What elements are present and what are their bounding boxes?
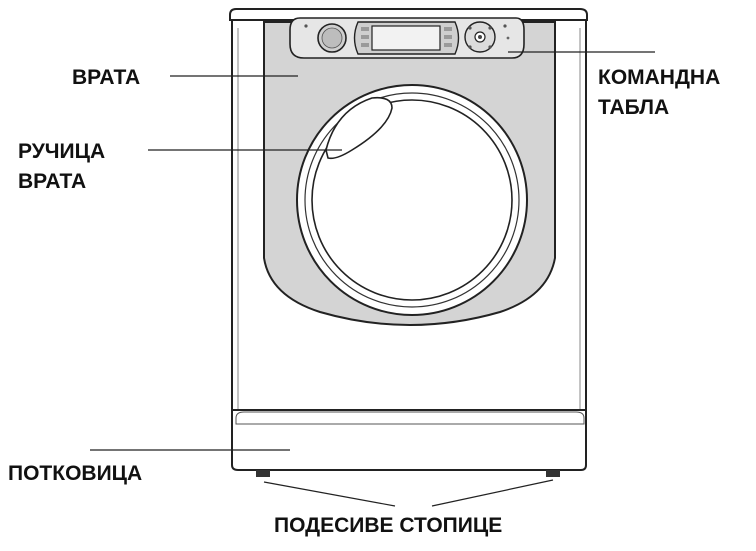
panel-button-3 <box>361 43 369 47</box>
panel-led-left <box>304 24 308 28</box>
cluster-dot-3 <box>468 45 472 49</box>
display-screen <box>371 25 441 51</box>
panel-button-4 <box>444 27 452 31</box>
label-door-handle-line2: ВРАТА <box>18 170 87 193</box>
leader-foot-right <box>431 479 554 507</box>
panel-button-6 <box>444 43 452 47</box>
leader-foot-left <box>263 481 396 507</box>
cluster-dot-1 <box>468 26 472 30</box>
panel-led-right <box>503 24 507 28</box>
start-button-center <box>478 35 482 39</box>
panel-dot-right-small <box>506 36 510 40</box>
label-plinth: ПОТКОВИЦА <box>8 462 143 485</box>
plinth-panel <box>235 411 585 425</box>
label-adjustable-feet: ПОДЕСИВЕ СТОПИЦЕ <box>274 514 503 537</box>
panel-button-5 <box>444 35 452 39</box>
cluster-dot-2 <box>488 26 492 30</box>
adjustable-foot-left <box>256 470 270 477</box>
label-door-handle-line1: РУЧИЦА <box>18 140 106 163</box>
adjustable-foot-right <box>546 470 560 477</box>
label-door: ВРАТА <box>72 66 141 89</box>
label-control-panel-line2: ТАБЛА <box>598 96 670 119</box>
panel-button-1 <box>361 27 369 31</box>
door-handle <box>325 96 393 160</box>
panel-button-2 <box>361 35 369 39</box>
label-control-panel-line1: КОМАНДНА <box>598 66 721 89</box>
cluster-dot-4 <box>488 45 492 49</box>
program-knob-inner-icon <box>321 27 343 49</box>
door-glass <box>311 99 513 301</box>
